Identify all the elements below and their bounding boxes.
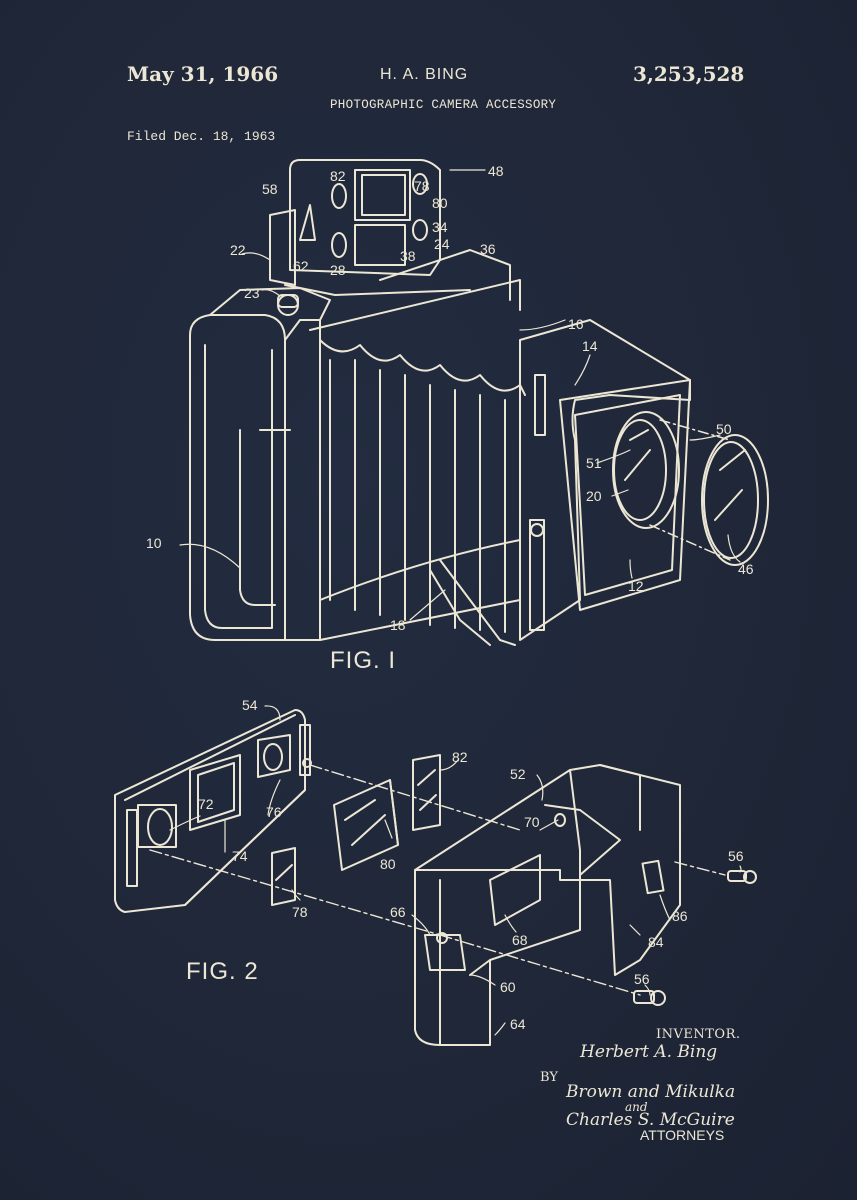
patent-title: PHOTOGRAPHIC CAMERA ACCESSORY xyxy=(330,98,557,112)
callout-60: 60 xyxy=(500,979,516,995)
callout-48: 48 xyxy=(488,163,504,179)
callout-14: 14 xyxy=(582,338,598,354)
callout-72: 72 xyxy=(198,796,214,812)
fig-1-label: FIG. I xyxy=(330,647,396,674)
callout-20: 20 xyxy=(586,488,602,504)
callout-24: 24 xyxy=(434,236,450,252)
fig2-exploded-illustration xyxy=(114,709,757,1046)
callout-36: 36 xyxy=(480,241,496,257)
callout-78: 78 xyxy=(414,178,430,194)
callout-82: 82 xyxy=(330,168,346,184)
attorneys-label: ATTORNEYS xyxy=(640,1127,725,1143)
callout-76: 76 xyxy=(266,804,282,820)
callout-56-top: 56 xyxy=(728,848,744,864)
callout-68: 68 xyxy=(512,932,528,948)
callout-16: 16 xyxy=(568,316,584,332)
fig-2-label: FIG. 2 xyxy=(186,958,259,985)
callout-34: 34 xyxy=(432,219,448,235)
callout-86: 86 xyxy=(672,908,688,924)
callout-84: 84 xyxy=(648,934,664,950)
filed-date: Filed Dec. 18, 1963 xyxy=(127,129,276,144)
callout-70: 70 xyxy=(524,814,540,830)
attorney-signature-and: and xyxy=(625,1100,648,1114)
callout-38: 38 xyxy=(400,248,416,264)
callout-78-fig2: 78 xyxy=(292,904,308,920)
callout-28: 28 xyxy=(330,262,346,278)
callout-51: 51 xyxy=(586,455,602,471)
callout-56-bottom: 56 xyxy=(634,971,650,987)
callout-46: 46 xyxy=(738,561,754,577)
callout-10: 10 xyxy=(146,535,162,551)
fig1-camera-illustration xyxy=(189,159,769,646)
callout-74: 74 xyxy=(232,848,248,864)
callout-12: 12 xyxy=(628,578,644,594)
callout-80: 80 xyxy=(432,195,448,211)
inventor-signature: Herbert A. Bing xyxy=(580,1042,718,1062)
callout-22: 22 xyxy=(230,242,246,258)
attorney-signature-2: Charles S. McGuire xyxy=(566,1110,735,1130)
callout-66: 66 xyxy=(390,904,406,920)
callout-64: 64 xyxy=(510,1016,526,1032)
callout-54: 54 xyxy=(242,697,258,713)
patent-date: May 31, 1966 xyxy=(127,62,279,86)
callout-80-fig2: 80 xyxy=(380,856,396,872)
attorney-signature-1: Brown and Mikulka xyxy=(566,1082,736,1102)
callout-62: 62 xyxy=(293,258,309,274)
callout-18: 18 xyxy=(390,617,406,633)
callout-52: 52 xyxy=(510,766,526,782)
inventor-name: H. A. BING xyxy=(380,66,469,83)
patent-number: 3,253,528 xyxy=(633,62,745,86)
callout-58: 58 xyxy=(262,181,278,197)
callout-23: 23 xyxy=(244,285,260,301)
inventor-label: INVENTOR. xyxy=(656,1027,741,1042)
callout-50: 50 xyxy=(716,421,732,437)
by-label: BY xyxy=(540,1070,558,1085)
callout-82-fig2: 82 xyxy=(452,749,468,765)
